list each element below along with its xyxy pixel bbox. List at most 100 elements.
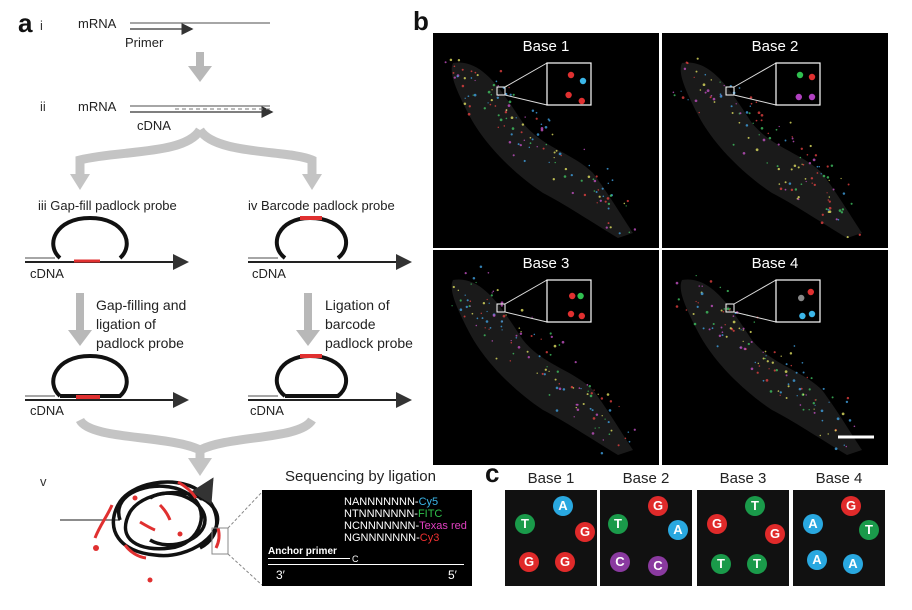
signal-dot	[594, 427, 596, 429]
signal-dot	[758, 365, 761, 367]
signal-dot	[529, 142, 532, 145]
signal-dot	[794, 188, 798, 191]
signal-dot	[732, 329, 735, 332]
signal-dot	[571, 191, 574, 195]
signal-dot	[709, 96, 712, 99]
signal-dot	[515, 334, 518, 337]
signal-dot	[467, 112, 471, 116]
signal-dot	[558, 152, 562, 156]
base-call-dot: C	[648, 556, 668, 576]
signal-dot	[593, 389, 595, 391]
signal-dot	[470, 70, 473, 73]
signal-dot	[843, 444, 846, 446]
signal-dot	[596, 202, 598, 204]
signal-dot	[535, 117, 538, 120]
signal-dot	[713, 101, 716, 103]
signal-dot	[760, 127, 764, 130]
base-call-dot: A	[807, 550, 827, 570]
signal-dot	[607, 207, 610, 210]
signal-dot	[591, 409, 594, 412]
signal-dot	[806, 376, 809, 379]
signal-dot	[799, 156, 802, 159]
signal-dot	[791, 137, 794, 140]
signal-dot	[531, 109, 535, 112]
signal-dot	[732, 143, 735, 146]
signal-dot	[702, 83, 706, 87]
signal-dot	[699, 89, 702, 91]
signal-dot	[633, 428, 636, 431]
step-v-label: v	[40, 474, 47, 489]
signal-dot	[675, 305, 679, 308]
inset-signal-dot	[808, 310, 816, 318]
microscopy-tile: Base 2	[662, 33, 888, 248]
signal-dot	[777, 167, 780, 171]
inset-signal-dot	[799, 312, 806, 320]
signal-dot	[814, 399, 817, 401]
signal-dot	[789, 121, 792, 124]
signal-dot	[819, 434, 822, 437]
signal-dot	[766, 360, 769, 363]
signal-dot	[492, 290, 495, 293]
signal-dot	[536, 133, 540, 136]
signal-dot	[605, 226, 608, 229]
signal-dot	[457, 289, 460, 292]
signal-dot	[796, 395, 798, 397]
signal-dot	[556, 370, 559, 373]
signal-dot	[549, 353, 552, 356]
signal-dot	[464, 294, 466, 296]
signal-dot	[845, 400, 849, 404]
signal-dot	[470, 283, 472, 285]
signal-dot	[821, 213, 824, 216]
gapfill-step-line-3: padlock probe	[96, 335, 184, 351]
tile-label: Base 3	[522, 255, 570, 272]
signal-dot	[675, 281, 679, 285]
signal-dot	[818, 165, 821, 168]
signal-dot	[628, 231, 631, 234]
signal-dot	[508, 141, 512, 144]
tile-label: Base 1	[522, 38, 570, 55]
signal-dot	[512, 154, 515, 157]
signal-dot	[464, 272, 467, 275]
signal-dot	[517, 345, 521, 349]
signal-dot	[600, 452, 604, 455]
inset-signal-dot	[808, 93, 816, 101]
signal-dot	[526, 350, 529, 353]
inset-signal-dot	[567, 310, 575, 318]
signal-dot	[750, 102, 753, 105]
signal-dot	[489, 103, 492, 106]
signal-dot	[497, 114, 500, 117]
signal-dot	[472, 277, 476, 280]
signal-dot	[738, 121, 741, 124]
signal-dot	[545, 351, 548, 354]
signal-dot	[496, 96, 499, 99]
signal-dot	[773, 369, 776, 372]
zoom-connector	[504, 94, 548, 106]
microscopy-tile: Base 4	[662, 250, 888, 465]
signal-dot	[799, 404, 802, 406]
probe-dye: FITC	[417, 508, 443, 520]
signal-dot	[562, 388, 566, 391]
signal-dot	[712, 97, 716, 101]
signal-dot	[685, 309, 688, 311]
signal-dot	[800, 147, 803, 150]
probe-row: NANNNNNNN-Cy5	[344, 496, 467, 508]
signal-dot	[693, 322, 697, 326]
signal-dot	[846, 236, 849, 239]
probe-row: NGNNNNNNN-Cy3	[344, 532, 467, 544]
signal-dot	[548, 161, 550, 164]
signal-dot	[604, 418, 606, 420]
signal-dot	[789, 352, 793, 355]
signal-dot	[846, 396, 850, 400]
signal-dot	[587, 390, 589, 392]
signal-dot	[588, 385, 591, 388]
signal-dot	[509, 360, 512, 362]
signal-dot	[677, 298, 680, 301]
signal-dot	[826, 176, 830, 179]
circularized-barcode-probe	[274, 353, 349, 398]
signal-dot	[742, 340, 744, 343]
signal-dot	[583, 193, 587, 197]
signal-dot	[560, 154, 562, 157]
